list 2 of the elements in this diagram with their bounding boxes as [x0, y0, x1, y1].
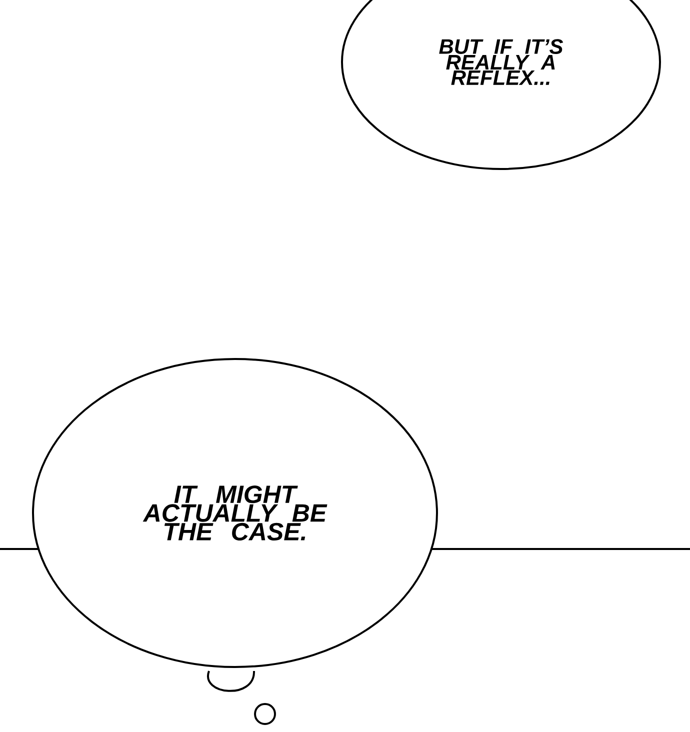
speech-bubble: IT MIGHT ACTUALLY BE THE CASE.: [32, 358, 438, 668]
speech-bubble: BUT IF IT’S REALLY A REFLEX...: [341, 0, 661, 170]
